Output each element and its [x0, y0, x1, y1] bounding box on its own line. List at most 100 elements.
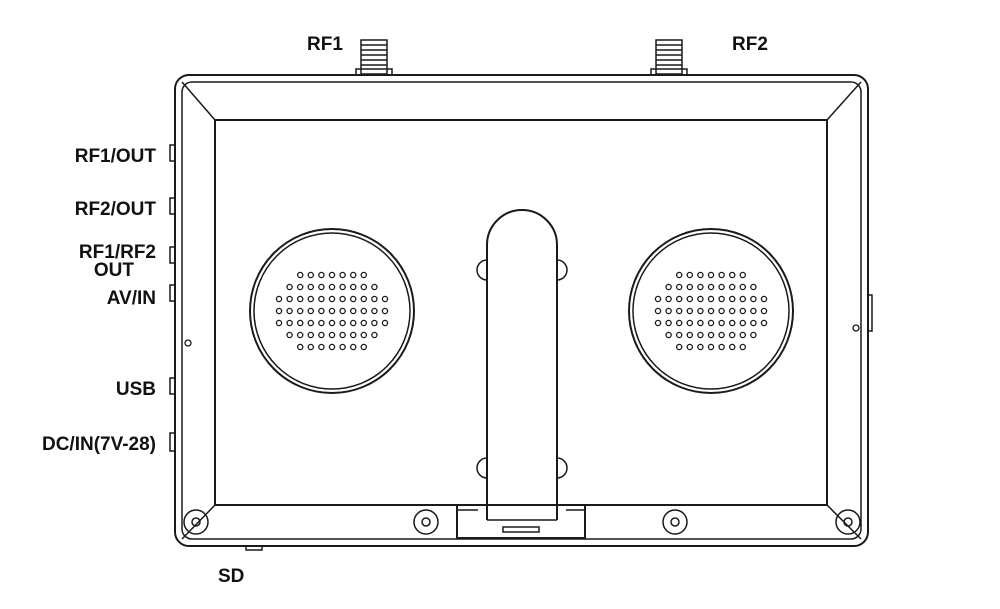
grille-hole	[360, 307, 368, 315]
grille-hole	[360, 343, 368, 351]
av-in-port	[169, 284, 175, 302]
grille-hole	[371, 307, 378, 315]
usb-port	[169, 377, 175, 395]
grille-hole	[686, 307, 694, 315]
grille-hole	[307, 295, 315, 303]
grille-hole	[665, 295, 672, 303]
grille-hole	[339, 307, 346, 315]
grille-hole	[381, 319, 389, 327]
grille-hole	[296, 271, 304, 279]
grille-hole	[349, 307, 357, 315]
grille-hole	[739, 271, 747, 279]
side-screw-hole	[184, 339, 192, 347]
grille-hole	[360, 283, 368, 291]
bevel-line-bl	[181, 504, 216, 540]
grille-hole	[296, 283, 304, 291]
grille-hole	[728, 307, 736, 315]
grille-hole	[675, 343, 683, 351]
grille-hole	[707, 283, 715, 291]
bracket-tab-upper-left	[476, 259, 488, 281]
grille-hole	[750, 307, 757, 315]
grille-hole	[675, 319, 683, 327]
grille-hole	[307, 319, 315, 327]
grille-hole	[349, 343, 357, 351]
grille-hole	[318, 331, 325, 339]
grille-hole	[275, 295, 283, 303]
grille-hole	[318, 283, 325, 291]
grille-hole	[739, 331, 747, 339]
housing-outline	[174, 74, 869, 547]
grille-hole	[718, 295, 725, 303]
grille-hole	[750, 295, 757, 303]
grille-hole	[328, 283, 336, 291]
grille-hole	[686, 295, 694, 303]
grille-hole	[697, 319, 704, 327]
screw-boss-4	[835, 509, 861, 535]
rf1-rf2-label: RF1/RF2	[79, 242, 156, 263]
grille-hole	[697, 283, 704, 291]
bevel-line-tl	[181, 81, 216, 121]
grille-hole	[307, 283, 315, 291]
grille-hole	[371, 319, 378, 327]
screw-boss-2	[413, 509, 439, 535]
grille-hole	[296, 331, 304, 339]
stand-base	[456, 505, 586, 539]
grille-hole	[360, 319, 368, 327]
grille-hole	[750, 283, 757, 291]
bevel-line-tr	[826, 81, 862, 121]
left-speaker-inner	[253, 232, 411, 390]
grille-hole	[381, 307, 389, 315]
grille-hole	[318, 271, 325, 279]
right-speaker-grille	[654, 271, 768, 351]
grille-hole	[675, 283, 683, 291]
grille-hole	[739, 307, 747, 315]
rf2-out-port	[169, 197, 175, 215]
grille-hole	[349, 283, 357, 291]
grille-hole	[318, 319, 325, 327]
rf1-label: RF1	[307, 34, 343, 55]
grille-hole	[328, 331, 336, 339]
grille-hole	[654, 307, 662, 315]
grille-hole	[360, 295, 368, 303]
grille-hole	[349, 271, 357, 279]
grille-hole	[296, 343, 304, 351]
grille-hole	[286, 295, 293, 303]
grille-hole	[307, 331, 315, 339]
rf2-antenna-connector	[650, 39, 688, 76]
grille-hole	[654, 319, 662, 327]
grille-hole	[728, 319, 736, 327]
grille-hole	[665, 283, 672, 291]
grille-hole	[307, 271, 315, 279]
grille-hole	[381, 295, 389, 303]
grille-hole	[371, 295, 378, 303]
grille-hole	[318, 295, 325, 303]
grille-hole	[707, 319, 715, 327]
grille-hole	[675, 331, 683, 339]
bracket-tab-upper-right	[556, 259, 568, 281]
grille-hole	[697, 331, 704, 339]
bracket-tab-lower-left	[476, 457, 488, 479]
usb-label: USB	[116, 379, 156, 400]
rf1-out-port	[169, 144, 175, 162]
grille-hole	[675, 271, 683, 279]
grille-hole	[328, 295, 336, 303]
grille-hole	[707, 295, 715, 303]
grille-hole	[318, 307, 325, 315]
grille-hole	[307, 343, 315, 351]
rf1-out-label: RF1/OUT	[75, 146, 157, 167]
grille-hole	[286, 319, 293, 327]
grille-hole	[739, 295, 747, 303]
grille-hole	[760, 319, 768, 327]
grille-hole	[371, 283, 378, 291]
grille-hole	[718, 331, 725, 339]
left-side-ports	[169, 144, 192, 452]
grille-hole	[339, 283, 346, 291]
grille-hole	[718, 283, 725, 291]
right-speaker-inner	[632, 232, 790, 390]
grille-hole	[739, 319, 747, 327]
grille-hole	[686, 271, 694, 279]
grille-hole	[707, 343, 715, 351]
grille-hole	[686, 343, 694, 351]
grille-hole	[697, 307, 704, 315]
grille-hole	[739, 283, 747, 291]
